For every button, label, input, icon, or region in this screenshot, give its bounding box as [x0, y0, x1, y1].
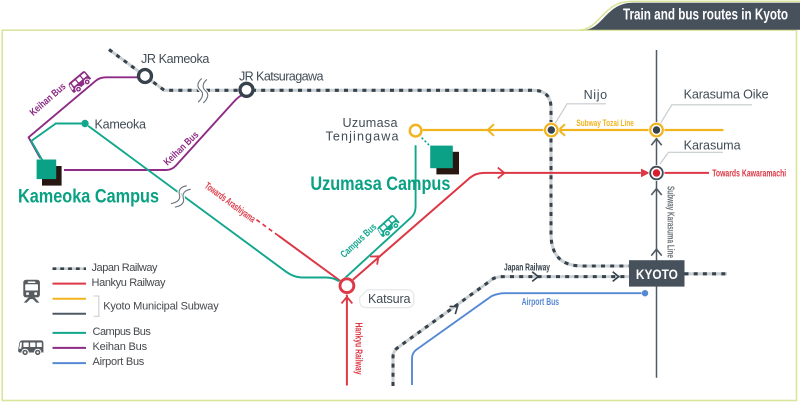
svg-text:Karasuma: Karasuma	[684, 138, 741, 152]
svg-text:Kyoto Municipal Subway: Kyoto Municipal Subway	[103, 301, 219, 313]
svg-text:Uzumasa Campus: Uzumasa Campus	[310, 174, 450, 195]
svg-text:Towards Kawaramachi: Towards Kawaramachi	[712, 168, 786, 179]
svg-text:Nijo: Nijo	[584, 88, 608, 102]
svg-text:Kameoka Campus: Kameoka Campus	[18, 187, 159, 208]
svg-text:KYOTO: KYOTO	[636, 266, 678, 282]
svg-text:Airport Bus: Airport Bus	[522, 297, 560, 308]
svg-text:Kameoka: Kameoka	[95, 117, 147, 131]
svg-text:Train and bus routes in Kyoto: Train and bus routes in Kyoto	[623, 7, 788, 24]
svg-text:Hankyu Railway: Hankyu Railway	[92, 277, 167, 289]
svg-text:Karasuma Oike: Karasuma Oike	[684, 87, 769, 101]
svg-text:Subway Tozai Line: Subway Tozai Line	[576, 118, 634, 128]
svg-text:Campus Bus: Campus Bus	[93, 326, 152, 338]
svg-text:Subway Karasuma Line: Subway Karasuma Line	[664, 186, 675, 258]
svg-text:JR Katsuragawa: JR Katsuragawa	[239, 69, 324, 83]
svg-text:Airport Bus: Airport Bus	[93, 356, 145, 368]
svg-text:JR Kameoka: JR Kameoka	[141, 52, 209, 66]
svg-text:Hankyu Railway: Hankyu Railway	[352, 323, 364, 375]
svg-text:Japan Railway: Japan Railway	[92, 262, 159, 274]
svg-text:Keihan Bus: Keihan Bus	[93, 341, 148, 353]
svg-text:Katsura: Katsura	[368, 292, 411, 306]
svg-text:Japan Railway: Japan Railway	[504, 263, 550, 274]
svg-text:Tenjingawa: Tenjingawa	[326, 129, 399, 143]
svg-text:Uzumasa: Uzumasa	[343, 116, 398, 130]
